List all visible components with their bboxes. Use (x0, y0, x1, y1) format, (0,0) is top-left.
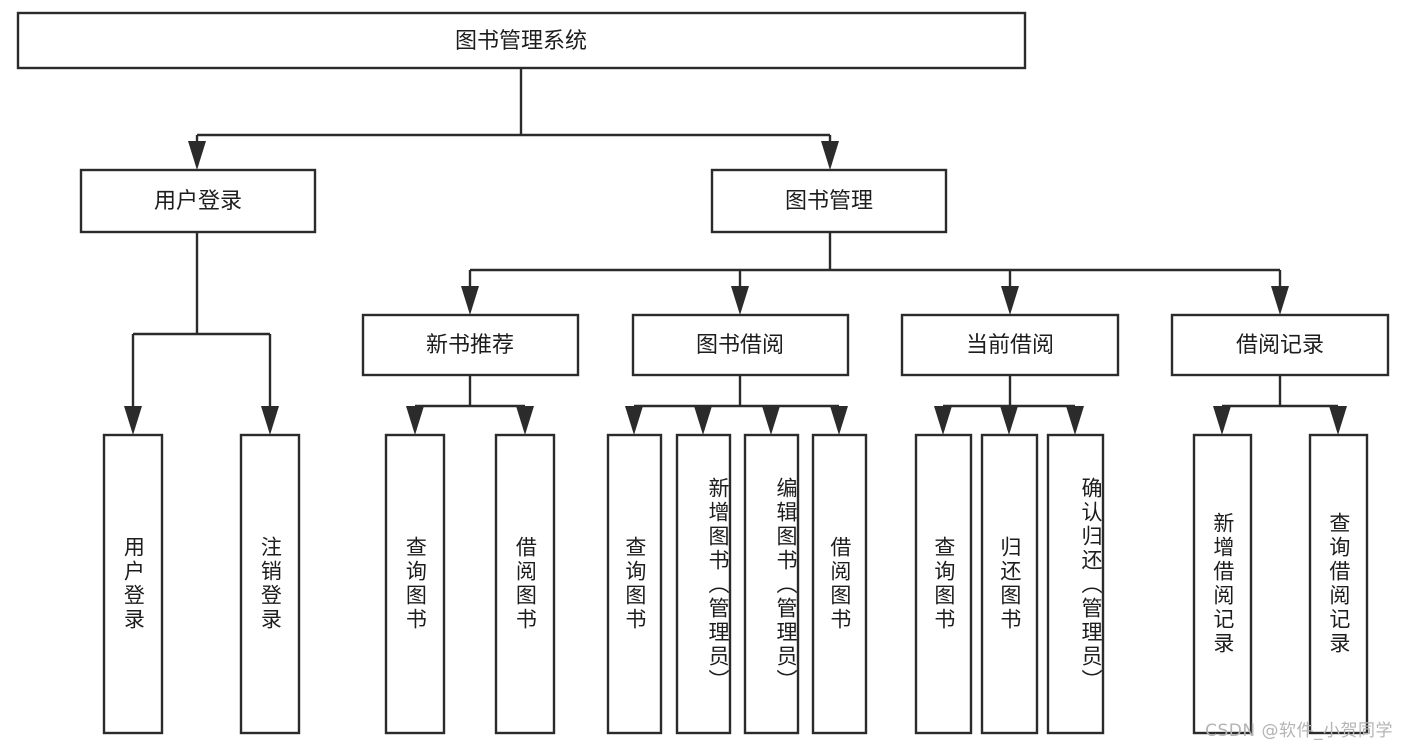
node-book-management[interactable]: 图书管理 (710, 168, 948, 234)
node-root[interactable]: 图书管理系统 (16, 11, 1027, 70)
node-label-root: 图书管理系统 (455, 29, 587, 54)
arrow-head-icon (406, 406, 424, 435)
node-box-book-management[interactable] (710, 168, 948, 234)
connector-group-user-login (124, 232, 279, 435)
leaf-group-book-borrow (606, 433, 868, 735)
leaf-group-new-book (384, 433, 556, 735)
arrow-head-icon (762, 406, 780, 435)
node-box-book-borrow[interactable] (631, 313, 850, 377)
arrow-head-icon (731, 286, 749, 315)
node-label-user-login: 用户登录 (154, 189, 242, 214)
arrow-head-icon (934, 406, 952, 435)
leaf-box-current-borrow-2[interactable] (1046, 433, 1105, 735)
leaf-box-current-borrow-1[interactable] (980, 433, 1039, 735)
leaf-box-borrow-record-1[interactable] (1308, 433, 1369, 735)
node-label-borrow-record: 借阅记录 (1236, 333, 1324, 358)
leaf-box-current-borrow-0[interactable] (914, 433, 973, 735)
leaf-group-user-login (102, 433, 301, 735)
arrow-head-icon (261, 406, 279, 435)
arrow-head-icon (1066, 406, 1084, 435)
connector-group-new-book (406, 375, 534, 435)
node-book-borrow[interactable]: 图书借阅 (631, 313, 850, 377)
leaf-box-new-book-0[interactable] (384, 433, 446, 735)
arrow-head-icon (694, 406, 712, 435)
node-label-book-management: 图书管理 (785, 189, 873, 214)
connector-group-book-borrow (625, 375, 848, 435)
node-label-book-borrow: 图书借阅 (696, 333, 784, 358)
leaf-group-borrow-record (1192, 433, 1369, 735)
leaf-box-user-login-1[interactable] (239, 433, 301, 735)
arrow-head-icon (1213, 406, 1231, 435)
arrow-head-icon (1329, 406, 1347, 435)
arrow-head-icon (461, 286, 479, 315)
leaf-box-book-borrow-2[interactable] (743, 433, 800, 735)
connector-group-root (188, 68, 839, 170)
leaf-box-book-borrow-3[interactable] (811, 433, 868, 735)
arrow-head-icon (830, 406, 848, 435)
arrow-head-icon (821, 141, 839, 170)
node-box-user-login[interactable] (79, 168, 317, 234)
node-label-current-borrow: 当前借阅 (966, 333, 1054, 358)
arrow-head-icon (1000, 406, 1018, 435)
leaf-box-book-borrow-0[interactable] (606, 433, 663, 735)
node-box-current-borrow[interactable] (900, 313, 1120, 377)
connector-group-book-management (461, 232, 1289, 315)
node-borrow-record[interactable]: 借阅记录 (1170, 313, 1390, 377)
connector-group-current-borrow (934, 375, 1084, 435)
leaf-box-user-login-0[interactable] (102, 433, 164, 735)
arrow-head-icon (516, 406, 534, 435)
connector-group-borrow-record (1213, 375, 1347, 435)
leaf-box-new-book-1[interactable] (494, 433, 556, 735)
arrow-head-icon (1001, 286, 1019, 315)
leaf-group-current-borrow (914, 433, 1105, 735)
arrow-head-icon (1271, 286, 1289, 315)
node-new-book-recommend[interactable]: 新书推荐 (361, 313, 580, 377)
node-box-borrow-record[interactable] (1170, 313, 1390, 377)
leaf-box-book-borrow-1[interactable] (675, 433, 732, 735)
arrow-head-icon (124, 406, 142, 435)
node-box-root[interactable] (16, 11, 1027, 70)
node-current-borrow[interactable]: 当前借阅 (900, 313, 1120, 377)
arrow-head-icon (625, 406, 643, 435)
node-box-new-book-recommend[interactable] (361, 313, 580, 377)
leaf-box-borrow-record-0[interactable] (1192, 433, 1253, 735)
node-user-login[interactable]: 用户登录 (79, 168, 317, 234)
watermark-text: CSDN @软件_小贺同学 (1205, 721, 1393, 741)
arrow-head-icon (188, 141, 206, 170)
node-label-new-book-recommend: 新书推荐 (426, 333, 514, 358)
